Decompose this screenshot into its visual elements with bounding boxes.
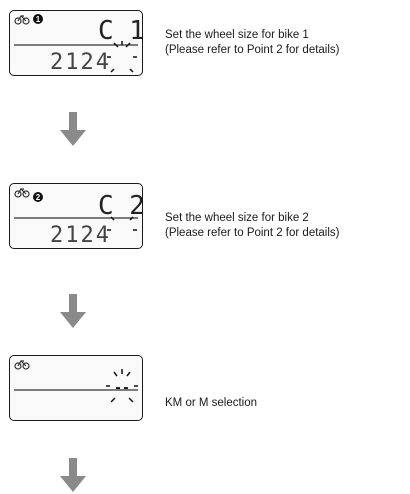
bike-number: 1 <box>36 15 41 24</box>
lcd-display-unit: -- <box>9 355 143 421</box>
segment-top-readout: C 2 <box>98 191 142 221</box>
lcd-graphic: 1 C 1 2124 <box>14 14 142 75</box>
bike-number: 2 <box>36 193 41 202</box>
down-arrow-icon <box>60 458 86 492</box>
bike-icon <box>14 360 30 370</box>
caption-line-1: Set the wheel size for bike 2 <box>165 212 309 224</box>
down-arrow-icon <box>60 294 86 328</box>
step-caption: Set the wheel size for bike 1 (Please re… <box>165 28 340 58</box>
step-caption: Set the wheel size for bike 2 (Please re… <box>165 211 340 241</box>
caption-line-2: (Please refer to Point 2 for details) <box>165 227 340 239</box>
segment-bottom-readout: 2124 <box>50 223 111 248</box>
lcd-display-bike-1: 1 C 1 2124 <box>9 10 143 76</box>
lcd-graphic: -- <box>14 360 138 403</box>
segment-center-readout: -- <box>114 381 130 396</box>
bike-icon <box>14 15 30 25</box>
caption-line-1: KM or M selection <box>165 397 258 409</box>
segment-bottom-readout: 2124 <box>50 50 111 75</box>
down-arrow-icon <box>60 112 86 146</box>
lcd-graphic: 2 C 2 2124 <box>14 188 142 248</box>
step-caption: KM or M selection <box>165 396 257 411</box>
caption-line-1: Set the wheel size for bike 1 <box>165 29 309 41</box>
blink-indicator-icon <box>107 216 137 231</box>
blink-indicator-icon <box>107 41 137 73</box>
bike-number-badge <box>33 14 43 24</box>
segment-top-readout: C 1 <box>98 16 142 46</box>
lcd-display-bike-2: 2 C 2 2124 <box>9 183 143 249</box>
blink-indicator-icon <box>106 369 138 403</box>
bike-icon <box>14 188 30 198</box>
bike-number-badge <box>33 192 43 202</box>
caption-line-2: (Please refer to Point 2 for details) <box>165 44 340 56</box>
